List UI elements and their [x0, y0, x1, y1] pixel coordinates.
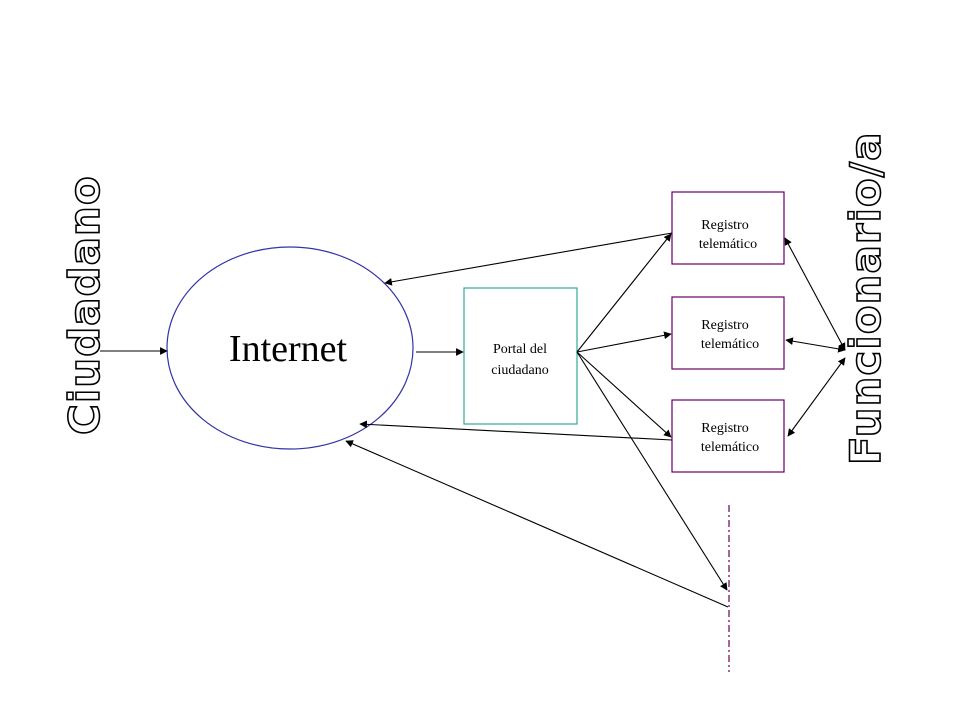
portal-label-line2: ciudadano — [491, 363, 549, 378]
registro-1-line2: telemático — [699, 237, 757, 252]
registro-1-line1: Registro — [701, 218, 748, 233]
arrow-portal-to-registro-1 — [576, 233, 672, 353]
portal-label-line1: Portal del — [493, 342, 547, 357]
arrow-portal-to-boundary — [576, 351, 728, 591]
arrow-boundary-to-internet — [345, 440, 729, 608]
arrow-portal-to-registro-3 — [576, 351, 672, 438]
arrow-registro-2-funcionario — [785, 337, 846, 353]
arrow-registro-1-funcionario — [784, 237, 846, 351]
registro-3-line2: telemático — [701, 440, 759, 455]
registro-2-line2: telemático — [701, 337, 759, 352]
registro-box-1 — [671, 191, 785, 265]
registro-box-2 — [671, 296, 785, 370]
portal-box — [463, 287, 578, 425]
arrow-registro-3-funcionario — [787, 357, 846, 437]
arrow-registro-1-to-internet — [384, 232, 673, 286]
internet-label: Internet — [229, 328, 348, 370]
registro-box-3 — [671, 399, 785, 473]
registro-2-line1: Registro — [701, 318, 748, 333]
registro-3-line1: Registro — [701, 421, 748, 436]
funcionario-label: Funcionario/a — [841, 132, 890, 465]
ciudadano-label: Ciudadano — [60, 175, 109, 435]
arrow-portal-to-registro-2 — [576, 331, 672, 353]
arrow-registro-3-to-internet — [359, 420, 673, 441]
